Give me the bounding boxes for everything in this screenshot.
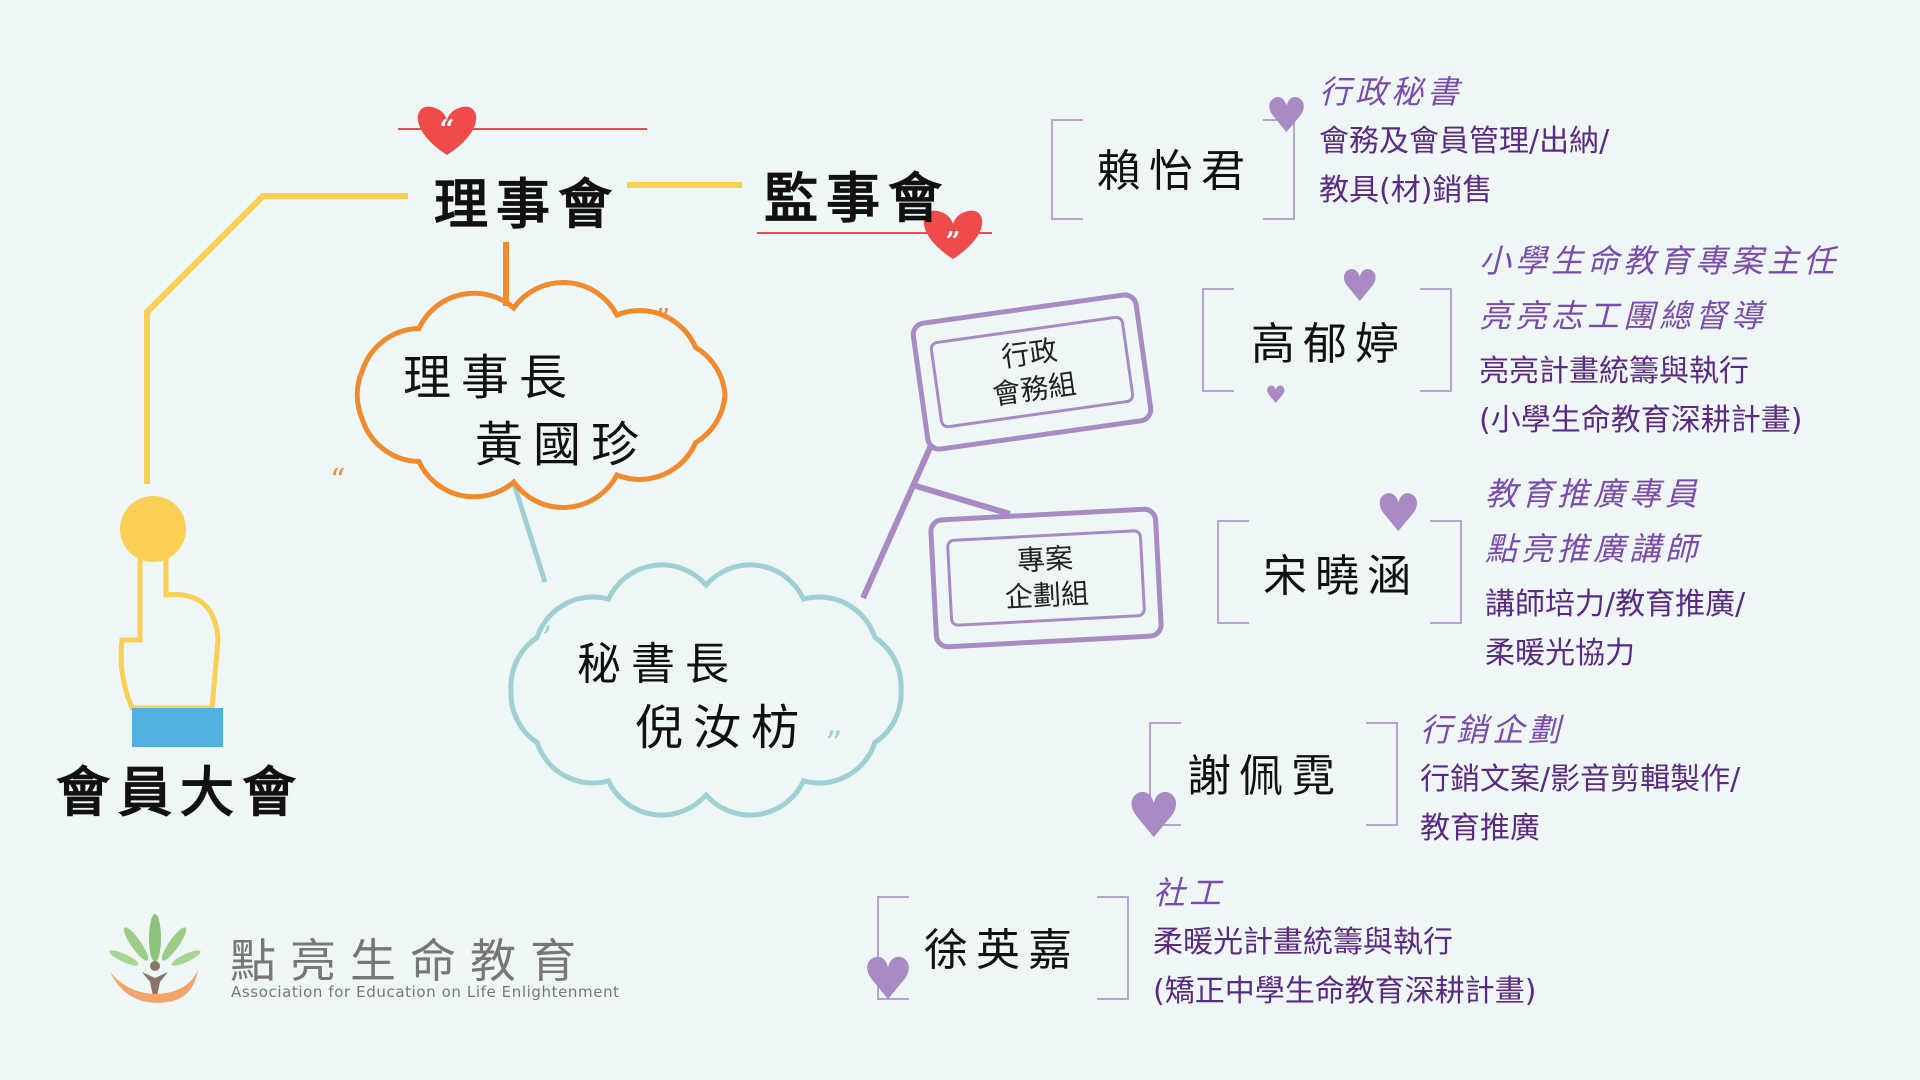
quote-mark-icon: ” [825, 724, 842, 764]
secretary-admin-connector [860, 439, 936, 600]
quote-mark-icon: “ [330, 463, 345, 498]
staff-duty: 講師培力/教育推廣/ [1485, 587, 1746, 622]
bracket [1202, 288, 1234, 392]
staff-description: 社工 柔暖光計畫統籌與執行 (矯正中學生命教育深耕計畫) [1153, 869, 1536, 1016]
heart-icon: ♥ [862, 945, 914, 1013]
logo-icon [109, 914, 201, 1003]
staff-duty: 會務及會員管理/出納/ [1319, 124, 1610, 159]
staff-title: 社工 [1153, 874, 1226, 912]
heart-icon: ♥ [1265, 88, 1309, 144]
staff-title: 教育推廣專員 [1485, 475, 1702, 513]
quote-heart-icon: ” [923, 210, 983, 259]
bracket [1420, 288, 1452, 392]
group-label: 企劃組 [1004, 576, 1090, 615]
staff-name: 謝佩霓 [1187, 751, 1343, 802]
logo-name-en: Association for Education on Life Enligh… [231, 983, 620, 1001]
bracket [1217, 520, 1249, 624]
bracket [1097, 896, 1129, 1000]
staff-name: 賴怡君 [1097, 146, 1253, 197]
bracket [1263, 119, 1295, 220]
staff-description: 行政秘書 會務及會員管理/出納/ 教具(材)銷售 [1319, 68, 1609, 215]
staff-duty: 教育推廣 [1420, 811, 1540, 846]
staff-name: 高郁婷 [1251, 319, 1407, 370]
bracket [1051, 119, 1083, 220]
heart-icon: ♥ [1375, 484, 1422, 544]
staff-title: 點亮推廣講師 [1485, 530, 1702, 568]
chairman-role: 理事長 [403, 350, 578, 406]
staff-title: 亮亮志工團總督導 [1479, 297, 1768, 335]
quote-mark-icon: ” [655, 303, 670, 338]
supervisors-title: 監事會 [764, 166, 950, 230]
logo-name-zh: 點亮生命教育 [230, 934, 590, 988]
staff-duty: 行銷文案/影音剪輯製作/ [1420, 762, 1741, 797]
project-group-box: 專案企劃組 [927, 506, 1165, 650]
quote-mark-icon: ” [535, 619, 552, 659]
staff-duty: 柔暖光協力 [1485, 636, 1635, 671]
svg-text:”: ” [946, 227, 961, 257]
svg-text:“: “ [440, 115, 455, 145]
staff-duty: (矯正中學生命教育深耕計畫) [1153, 974, 1537, 1009]
bracket [877, 896, 909, 1000]
staff-description: 教育推廣專員 點亮推廣講師 講師培力/教育推廣/ 柔暖光協力 [1485, 470, 1745, 678]
pointing-hand-icon [118, 496, 223, 747]
chairman-name: 黃國珍 [475, 417, 650, 473]
secretary-cloud [508, 562, 904, 818]
heart-icon: ♥ [1265, 381, 1287, 409]
bracket [1149, 722, 1181, 826]
secretary-name: 倪汝枋 [635, 700, 810, 756]
group-label: 專案 [1016, 541, 1074, 578]
staff-name: 徐英嘉 [924, 925, 1080, 976]
heart-icon: ♥ [1340, 261, 1380, 312]
staff-description: 小學生命教育專案主任 亮亮志工團總督導 亮亮計畫統籌與執行 (小學生命教育深耕計… [1479, 237, 1839, 445]
heart-icon: ♥ [1126, 779, 1182, 852]
assembly-board-connector [144, 193, 408, 484]
staff-description: 行銷企劃 行銷文案/影音剪輯製作/ 教育推廣 [1420, 706, 1740, 853]
staff-title: 行政秘書 [1319, 73, 1464, 111]
staff-duty: 教具(材)銷售 [1319, 173, 1493, 208]
staff-duty: (小學生命教育深耕計畫) [1479, 403, 1803, 438]
staff-duty: 亮亮計畫統籌與執行 [1479, 354, 1749, 389]
staff-name: 宋曉涵 [1263, 551, 1419, 602]
quote-heart-icon: “ [417, 106, 477, 155]
staff-title: 行銷企劃 [1420, 711, 1565, 749]
chairman-cloud [354, 280, 728, 510]
board-title: 理事會 [434, 172, 620, 236]
general-assembly-title: 會員大會 [56, 760, 304, 824]
staff-duty: 柔暖光計畫統籌與執行 [1153, 925, 1453, 960]
bracket [1366, 722, 1398, 826]
bracket [1430, 520, 1462, 624]
chairman-secretary-connector [511, 483, 548, 583]
secretary-project-connector [915, 483, 1011, 517]
staff-title: 小學生命教育專案主任 [1479, 242, 1840, 280]
secretary-role: 秘書長 [577, 639, 739, 690]
